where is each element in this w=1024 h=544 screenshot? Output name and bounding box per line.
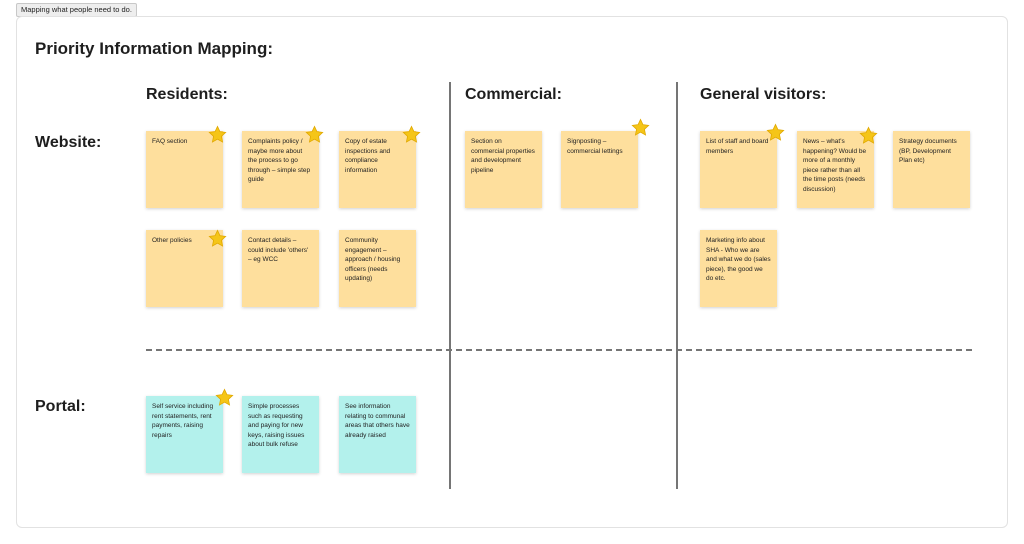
sticky-note-commercial-section[interactable]: Section on commercial properties and dev… [465,131,542,208]
star-icon[interactable] [859,126,878,145]
sticky-note-staff-list[interactable]: List of staff and board members [700,131,777,208]
sticky-note-self-service[interactable]: Self service including rent statements, … [146,396,223,473]
star-icon[interactable] [305,125,324,144]
row-header-website: Website: [35,134,102,151]
sticky-note-community-engagement[interactable]: Community engagement – approach / housin… [339,230,416,307]
star-icon[interactable] [402,125,421,144]
star-icon[interactable] [208,125,227,144]
sticky-note-faq[interactable]: FAQ section [146,131,223,208]
column-divider [449,82,451,489]
sticky-note-estate-inspections[interactable]: Copy of estate inspections and complianc… [339,131,416,208]
column-divider [676,82,678,489]
column-header-residents: Residents: [146,86,228,103]
sticky-note-other-policies[interactable]: Other policies [146,230,223,307]
sticky-note-news[interactable]: News – what's happening? Would be more o… [797,131,874,208]
sticky-note-complaints[interactable]: Complaints policy / maybe more about the… [242,131,319,208]
star-icon[interactable] [215,388,234,407]
star-icon[interactable] [631,118,650,137]
sticky-note-marketing-info[interactable]: Marketing info about SHA - Who we are an… [700,230,777,307]
sticky-note-signposting[interactable]: Signposting – commercial lettings [561,131,638,208]
frame-label[interactable]: Mapping what people need to do. [16,3,137,17]
sticky-note-contact-details[interactable]: Contact details – could include 'others'… [242,230,319,307]
sticky-note-strategy-documents[interactable]: Strategy documents (BP, Development Plan… [893,131,970,208]
star-icon[interactable] [766,123,785,142]
board-title: Priority Information Mapping: [35,39,273,58]
sticky-note-communal-areas[interactable]: See information relating to communal are… [339,396,416,473]
row-header-portal: Portal: [35,398,86,415]
row-divider [146,349,972,351]
sticky-note-simple-processes[interactable]: Simple processes such as requesting and … [242,396,319,473]
column-header-commercial: Commercial: [465,86,562,103]
column-header-general-visitors: General visitors: [700,86,827,103]
star-icon[interactable] [208,229,227,248]
